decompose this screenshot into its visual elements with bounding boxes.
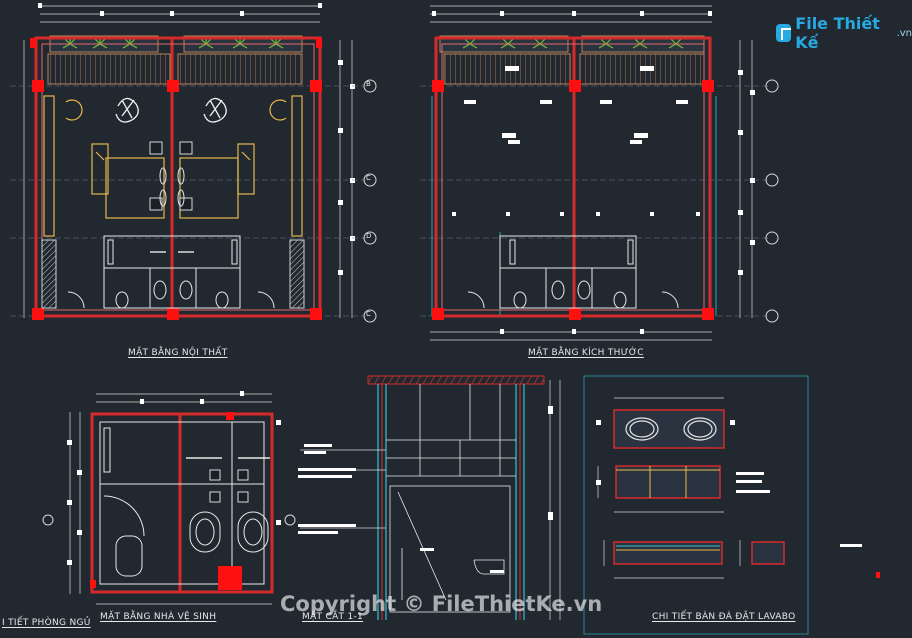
interior-plan: [10, 3, 377, 323]
wc-plan: [42, 391, 296, 605]
logo-icon: [776, 24, 792, 42]
label-section: MẶT CẮT 1-1: [302, 612, 364, 622]
logo-suffix: .vn: [896, 27, 912, 39]
label-interior-plan: MẶT BẰNG NỘI THẤT: [128, 348, 228, 358]
copyright-watermark: Copyright © FileThietKe.vn: [280, 592, 603, 616]
site-logo[interactable]: File Thiết Kế .vn: [776, 14, 912, 52]
lavabo-detail: [583, 375, 880, 635]
dimension-plan: [420, 5, 779, 341]
grid-marker-2: C: [366, 174, 372, 182]
grid-marker-4: C: [366, 310, 372, 318]
grid-marker-3: D: [366, 232, 372, 240]
logo-brand: File Thiết Kế: [795, 14, 880, 52]
label-lavabo-detail: CHI TIẾT BÀN ĐÁ ĐẶT LAVABO: [652, 612, 796, 622]
label-wc-plan: MẶT BẰNG NHÀ VỆ SINH: [100, 612, 217, 622]
label-dimension-plan: MẶT BẰNG KÍCH THƯỚC: [528, 348, 644, 358]
label-bedroom-detail: I TIẾT PHÒNG NGỦ: [2, 618, 91, 628]
section-1-1: [298, 375, 561, 620]
grid-marker-1: B: [366, 80, 372, 88]
